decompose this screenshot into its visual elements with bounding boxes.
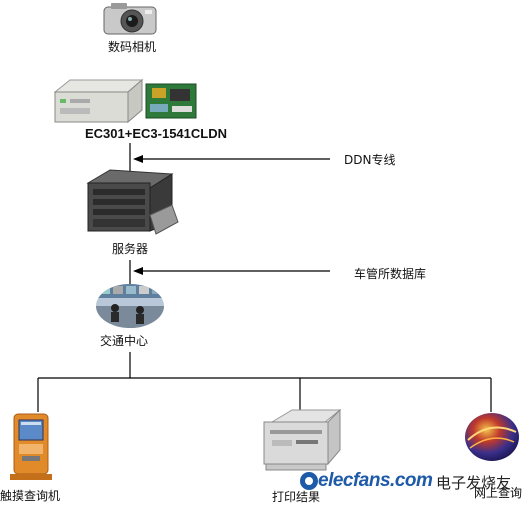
camera-label: 数码相机 [108,40,157,54]
vehicle-db-label: 车管所数据库 [354,267,427,281]
internet-label: 网上查询 [474,486,523,500]
server-label: 服务器 [112,242,149,256]
controller-label: EC301+EC3-1541CLDN [85,126,227,141]
watermark-brand-cn: 电子发烧友 [436,474,512,492]
watermark-brand: elecfans.com [318,470,433,491]
ddn-link-label: DDN专线 [344,153,396,167]
db-arrowhead [133,267,143,275]
printer-label: 打印结果 [272,490,321,504]
ddn-arrowhead [133,155,143,163]
kiosk-label: 触摸查询机 [0,489,61,503]
traffic-center-label: 交通中心 [100,334,149,348]
